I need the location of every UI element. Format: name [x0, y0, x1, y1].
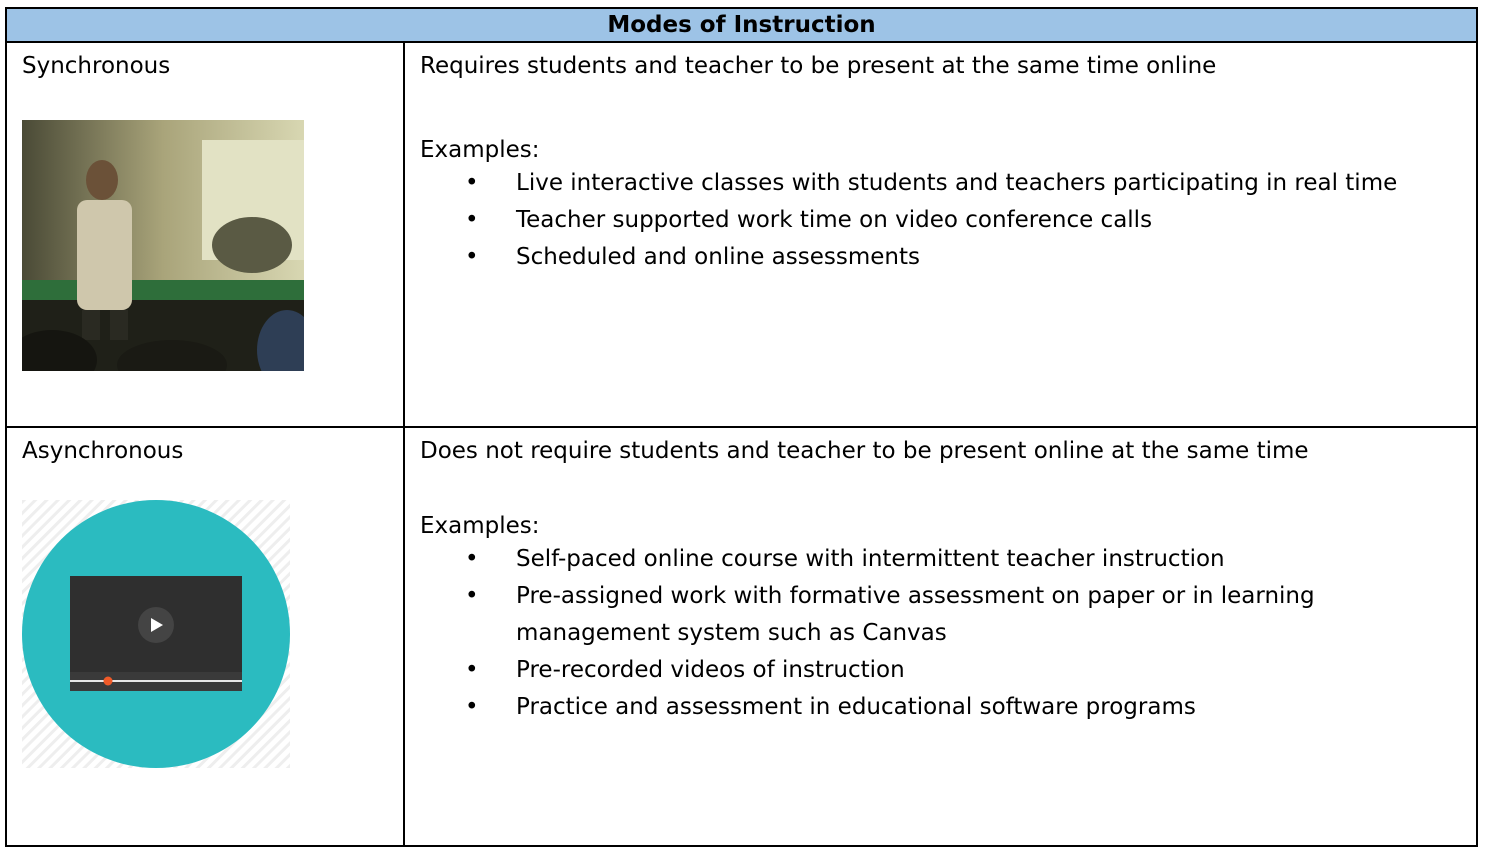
table-header: Modes of Instruction [7, 9, 1476, 43]
list-item: •Practice and assessment in educational … [405, 689, 1315, 726]
bullet: • [465, 244, 479, 270]
bullet: • [465, 170, 479, 196]
description-cell: Requires students and teacher to be pres… [405, 43, 1476, 426]
examples-list: •Live interactive classes with students … [405, 165, 1397, 276]
list-item: •Self-paced online course with intermitt… [405, 541, 1315, 578]
mode-description: Does not require students and teacher to… [420, 438, 1309, 464]
list-item: •Pre-recorded videos of instruction [405, 652, 1315, 689]
examples-label: Examples: [420, 513, 540, 539]
list-item-continuation: management system such as Canvas [516, 620, 947, 646]
table-row-synchronous: Synchronous [7, 43, 1476, 428]
mode-cell: Synchronous [7, 43, 405, 426]
description-cell: Does not require students and teacher to… [405, 428, 1476, 847]
list-item: •Scheduled and online assessments [405, 239, 1397, 276]
bullet: • [465, 583, 479, 609]
bullet: • [465, 657, 479, 683]
mode-label: Asynchronous [22, 438, 184, 464]
table-row-asynchronous: Asynchronous [7, 428, 1476, 847]
bullet: • [465, 694, 479, 720]
list-item: •Pre-assigned work with formative assess… [405, 578, 1315, 652]
mode-description: Requires students and teacher to be pres… [420, 53, 1217, 79]
examples-list: •Self-paced online course with intermitt… [405, 541, 1315, 726]
mode-cell: Asynchronous [7, 428, 405, 847]
modes-table: Modes of Instruction Synchronous [5, 7, 1478, 847]
list-item: •Teacher supported work time on video co… [405, 202, 1397, 239]
video-player-icon [22, 500, 290, 768]
bullet: • [465, 546, 479, 572]
classroom-photo [22, 120, 304, 371]
examples-label: Examples: [420, 137, 540, 163]
table-title: Modes of Instruction [607, 12, 876, 38]
list-item: •Live interactive classes with students … [405, 165, 1397, 202]
bullet: • [465, 207, 479, 233]
mode-label: Synchronous [22, 53, 171, 79]
